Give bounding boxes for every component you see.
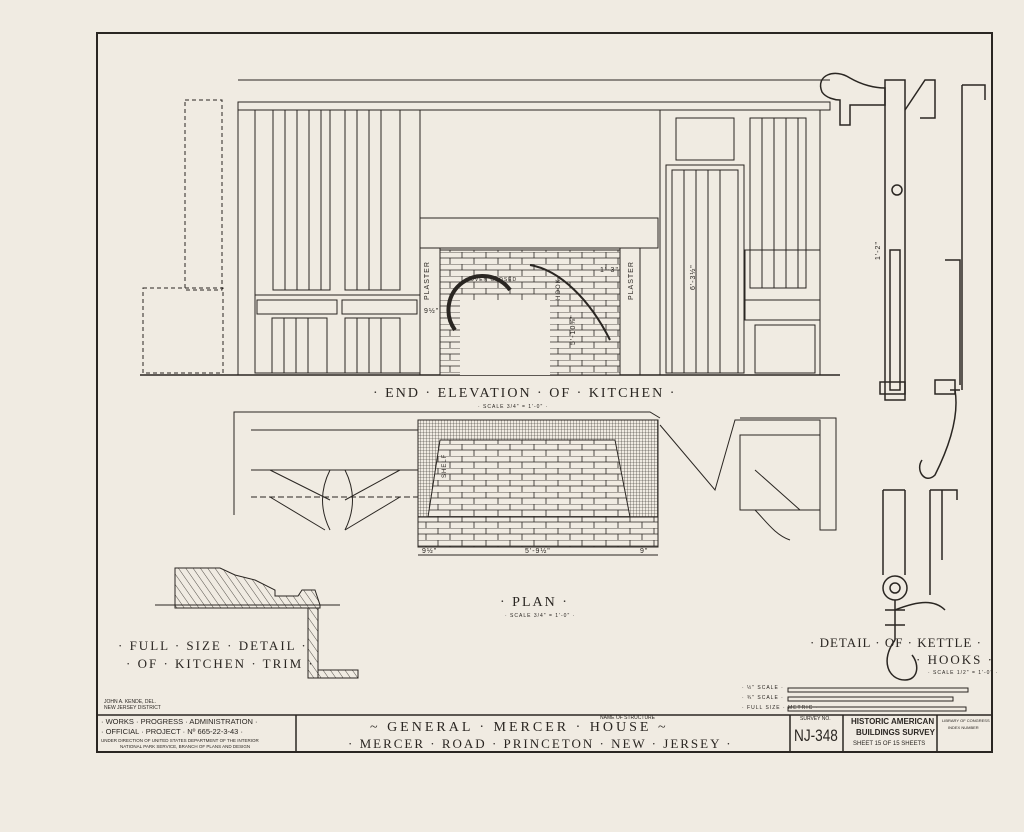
plan-title: · PLAN · [500,595,569,610]
loc-line-2: INDEX NUMBER [948,725,979,730]
wpa-label: · WORKS · PROGRESS · ADMINISTRATION · [101,717,258,726]
structure-name: ~ GENERAL · MERCER · HOUSE ~ [370,720,669,735]
project-number: · OFFICIAL · PROJECT · Nº 665-22-3-43 · [101,727,243,736]
plan-dim-left: 9½" [422,548,438,555]
name-of-structure-caption: NAME OF STRUCTURE [600,715,655,721]
plaster-left-label: PLASTER [424,261,431,300]
hooks-title-line-1: · DETAIL · OF · KETTLE · [810,635,982,650]
title-block-lines [97,714,992,752]
oven-label: OVEN CLOSED [470,277,518,283]
elev-dim-d: 1'-2" [875,241,882,260]
scale-bars [787,687,969,712]
delineator-line-2: NEW JERSEY DISTRICT [104,705,161,711]
sheet-number: SHEET 15 OF 15 SHEETS [853,741,926,747]
plan-dim-right: 9" [640,548,649,555]
hooks-title-line-2: · HOOKS · [916,652,994,667]
scale-full-label: · FULL SIZE · METRIC · [742,705,819,711]
elev-dim-b: 1'-3" [600,267,619,274]
habs-line-1: HISTORIC AMERICAN [851,717,935,726]
trim-title-line-2: · OF · KITCHEN · TRIM · [126,656,315,671]
plan-dim-center: 5'-9½" [525,548,551,555]
habs-line-2: BUILDINGS SURVEY [856,728,935,737]
elev-dim-a: 6'-3½" [690,264,697,290]
scale-half-label: · ½" SCALE · [742,685,784,691]
direction-line-2: NATIONAL PARK SERVICE, BRANCH OF PLANS A… [120,744,251,749]
delineator-line-1: JOHN A. KENDE, DEL. [104,699,156,705]
survey-number: NJ-348 [794,726,838,745]
survey-no-caption: SURVEY NO. [800,716,831,722]
scale-three-quarter-label: · ¾" SCALE · [742,695,784,701]
loc-line-1: LIBRARY OF CONGRESS [942,718,990,723]
elevation-title: · END · ELEVATION · OF · KITCHEN · [373,386,677,401]
plan-scale: · SCALE 3/4" = 1'-0" · [505,613,576,619]
plaster-right-label: PLASTER [628,261,635,300]
elev-dim-c: 9½" [424,308,440,315]
kettle-hooks-drawing [819,72,986,681]
trim-title-line-1: · FULL · SIZE · DETAIL · [118,638,308,653]
elevation-scale: · SCALE 3/4" = 1'-0" · [478,404,549,410]
direction-line-1: UNDER DIRECTION OF UNITED STATES DEPARTM… [101,738,259,743]
hooks-scale: · SCALE 1/2" = 1'-0" · [928,670,999,676]
plan-drawing [233,411,837,556]
hook-label: HOOK [556,278,562,300]
elev-dim-height: 5'-10⅝" [570,314,577,345]
shelf-label: SHELF [442,453,448,478]
sheet-border [96,32,993,753]
trim-detail-drawing [155,567,359,679]
structure-location: · MERCER · ROAD · PRINCETON · NEW · JERS… [348,736,733,751]
end-elevation-drawing [140,79,840,376]
